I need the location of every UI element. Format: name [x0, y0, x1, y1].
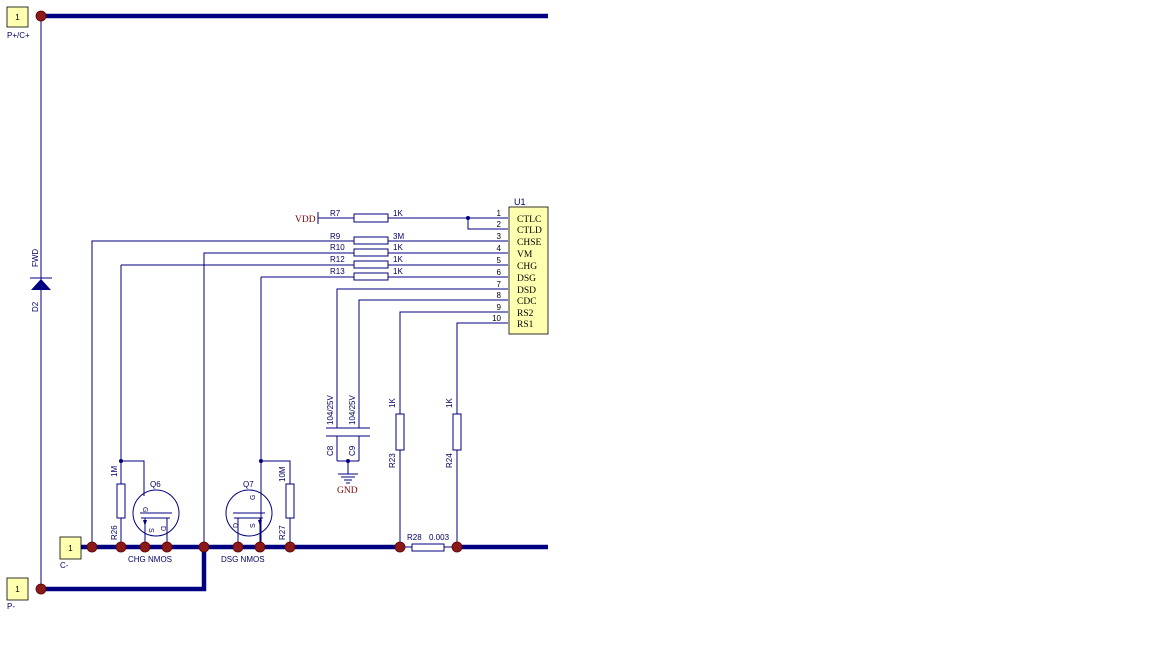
ic-pin-number: 4 [497, 244, 502, 253]
ic-pin-number: 5 [497, 256, 502, 265]
resistor-r26: 1M R26 [110, 466, 126, 540]
vdd-label: VDD [295, 215, 316, 225]
resistor-r10: R10 1K [330, 243, 403, 257]
svg-text:R23: R23 [388, 453, 397, 468]
port-c-minus: 1 C- [59, 536, 82, 570]
resistor-r27: 10M R27 [278, 466, 295, 540]
svg-text:R24: R24 [445, 453, 454, 468]
ic-pin-number: 3 [497, 232, 502, 241]
svg-text:R12: R12 [330, 255, 345, 264]
resistor-r9: R9 3M [330, 232, 404, 245]
svg-text:1K: 1K [393, 209, 403, 218]
svg-text:R7: R7 [330, 209, 341, 218]
svg-text:R13: R13 [330, 267, 345, 276]
ic-pin-name: CDC [517, 297, 537, 307]
ic-pin-number: 6 [497, 268, 502, 277]
ic-pin-name: CTLC [517, 215, 541, 225]
svg-text:R26: R26 [110, 525, 119, 540]
mosfet-q7-label: DSG NMOS [221, 555, 265, 564]
ic-pin-number: 7 [497, 280, 502, 289]
svg-text:1K: 1K [393, 255, 403, 264]
ic-pin-name: CTLD [517, 226, 542, 236]
svg-text:R28: R28 [407, 533, 422, 542]
ic-pin-name: DSG [517, 274, 536, 284]
ic-pin-name: VM [517, 250, 533, 260]
ic-pin-number: 2 [497, 220, 502, 229]
svg-text:D: D [159, 526, 166, 531]
mosfet-q7: Q7 G S D DSG NMOS [221, 480, 273, 564]
svg-text:D: D [233, 523, 240, 528]
resistor-r13: R13 1K [330, 267, 403, 281]
vdd-symbol: VDD [295, 212, 319, 225]
ic-pin-name: CHG [517, 262, 537, 272]
resistor-r12: R12 1K [330, 255, 403, 269]
diode-ref: D2 [31, 301, 40, 312]
svg-text:R10: R10 [330, 243, 345, 252]
svg-text:104/25V: 104/25V [348, 395, 357, 425]
svg-text:1K: 1K [445, 398, 454, 408]
signal-wires [40, 16, 508, 589]
svg-text:S: S [147, 528, 154, 533]
svg-text:1M: 1M [110, 466, 119, 477]
capacitor-c8: 104/25V C8 [326, 395, 348, 456]
bus-wires [41, 13, 548, 592]
resistor-r7: R7 1K [330, 209, 403, 223]
svg-text:Q6: Q6 [150, 480, 161, 489]
svg-text:G: G [250, 495, 257, 500]
junction-dots [35, 10, 470, 595]
mosfet-q6-label: CHG NMOS [128, 555, 172, 564]
svg-text:S: S [250, 523, 257, 528]
ic-pin-number: 9 [497, 303, 502, 312]
svg-text:10M: 10M [278, 466, 287, 482]
ic-ref: U1 [514, 197, 526, 207]
ic-pin-name: DSD [517, 286, 536, 296]
diode-value: FWD [31, 249, 40, 267]
ic-pin-number: 1 [497, 209, 502, 218]
svg-text:C8: C8 [326, 445, 335, 456]
port-p-minus: 1 P- [6, 577, 29, 611]
svg-text:1K: 1K [388, 398, 397, 408]
gnd-symbol: GND [337, 473, 358, 496]
resistor-r24: 1K R24 [445, 398, 462, 468]
svg-text:1: 1 [68, 544, 73, 553]
svg-text:0.003: 0.003 [429, 533, 450, 542]
svg-text:1K: 1K [393, 267, 403, 276]
svg-text:3M: 3M [393, 232, 404, 241]
svg-text:C9: C9 [348, 445, 357, 456]
svg-text:1: 1 [15, 585, 20, 594]
svg-text:104/25V: 104/25V [326, 395, 335, 425]
svg-text:G: G [141, 507, 148, 512]
capacitor-c9: 104/25V C9 [348, 395, 370, 456]
resistor-r23: 1K R23 [388, 398, 405, 468]
port-p-plus-label: P+/C+ [7, 31, 30, 40]
ic-pin-name: RS2 [517, 309, 534, 319]
svg-text:1: 1 [15, 13, 20, 22]
svg-text:1K: 1K [393, 243, 403, 252]
gnd-label: GND [337, 486, 358, 496]
ic-pin-number: 8 [497, 291, 502, 300]
svg-text:Q7: Q7 [243, 480, 254, 489]
resistor-r28: R28 0.003 [407, 533, 450, 552]
ic-pin-name: CHSE [517, 238, 541, 248]
svg-text:R27: R27 [278, 525, 287, 540]
diode-d2: FWD D2 [30, 249, 52, 312]
port-c-minus-label: C- [60, 561, 69, 570]
svg-text:R9: R9 [330, 232, 341, 241]
port-p-minus-label: P- [7, 602, 15, 611]
ic-pin-number: 10 [492, 314, 501, 323]
ic-pin-name: RS1 [517, 320, 534, 330]
port-p-plus: 1 P+/C+ [6, 6, 30, 40]
mosfet-q6: Q6 G S D CHG NMOS [128, 480, 180, 564]
